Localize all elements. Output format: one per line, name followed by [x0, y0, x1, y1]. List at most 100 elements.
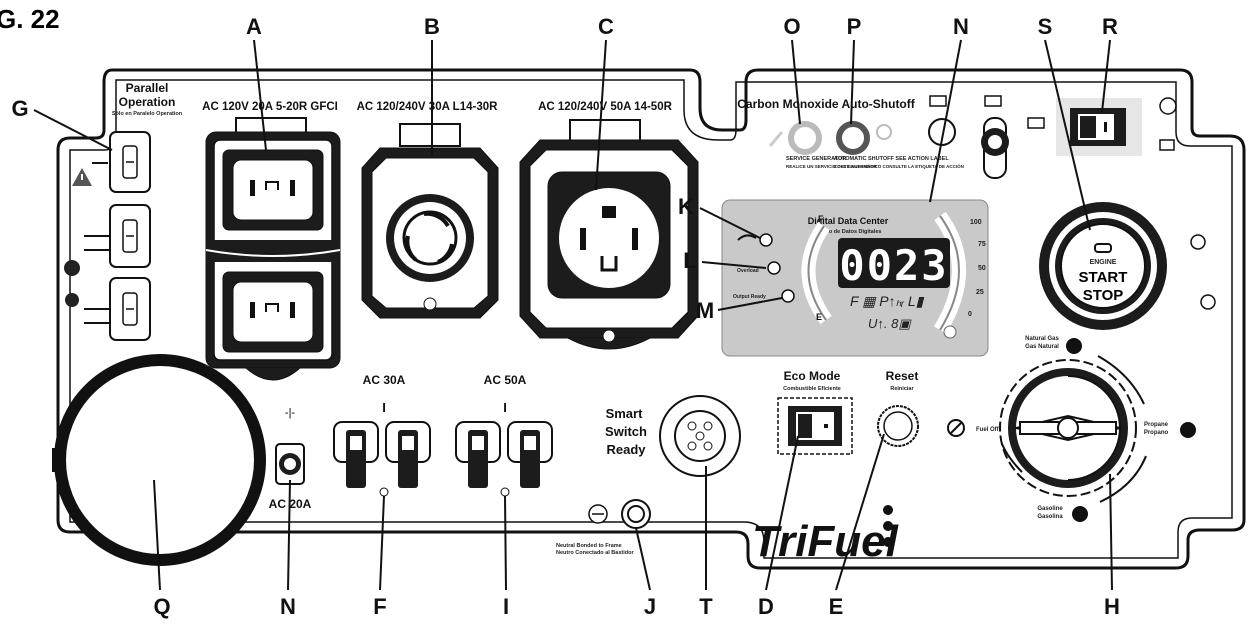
fuel-propane-label: Propane [1144, 422, 1169, 428]
breaker-30a-left[interactable] [333, 421, 379, 488]
eco-mode-switch[interactable] [777, 397, 853, 455]
breaker-50a-left[interactable] [455, 421, 501, 488]
callout-n-bottom: N [280, 594, 296, 619]
breaker-50-mark: I [503, 400, 507, 415]
load-0: 0 [968, 311, 972, 318]
selector-arrow-2 [1099, 455, 1147, 503]
callout-l: L [683, 248, 696, 273]
brand-dots-icon [883, 505, 893, 547]
callout-f: F [373, 594, 386, 619]
fuel-ng-label-es: Gas Natural [1025, 344, 1059, 350]
callout-h: H [1104, 594, 1120, 619]
eco-subtitle: Combustible Eficiente [783, 386, 841, 392]
callout-p: P [847, 14, 862, 39]
inner-panel-outline [69, 79, 1233, 559]
leader-lines [33, 39, 1113, 591]
smart-switch-port[interactable] [659, 395, 741, 477]
callout-i: I [503, 594, 509, 619]
start-icon [1190, 234, 1206, 250]
neutral-text: Neutral Bonded to Frame [556, 543, 622, 549]
access-cover[interactable] [54, 354, 266, 566]
callout-r: R [1102, 14, 1118, 39]
overload-text: Overload [737, 268, 759, 274]
parallel-title-1: Parallel [126, 81, 169, 95]
main-power-switch[interactable] [1056, 98, 1142, 156]
fuel-off-icon [947, 419, 965, 437]
neutral-text-es: Neutro Conectado al Bastidor [556, 550, 634, 556]
callout-s: S [1038, 14, 1053, 39]
output-ready-text: Output Ready [733, 294, 766, 300]
natural-gas-icon [1066, 338, 1082, 354]
callout-a: A [246, 14, 262, 39]
fuel-propane-label-es: Propano [1144, 430, 1169, 436]
plug-icon [65, 293, 79, 307]
breaker-50-label: AC 50A [484, 373, 527, 387]
breaker-30a-right[interactable] [385, 421, 431, 488]
fuel-gasoline-label-es: Gasolina [1037, 514, 1063, 520]
ddc-scroll-button[interactable] [943, 325, 957, 339]
co-service-text: SERVICE GENERATOR [786, 156, 846, 162]
outlet-c-label: AC 120/240V 50A 14-50R [538, 101, 673, 113]
output-ready-led [781, 289, 795, 303]
fuel-ng-label: Natural Gas [1025, 336, 1059, 342]
callout-d: D [758, 594, 774, 619]
co-shutoff-indicator [836, 121, 892, 155]
lcd-readout: 0023 [839, 241, 948, 290]
ground-terminal[interactable] [621, 499, 651, 529]
co-auto-text: AUTOMATIC SHUTOFF SEE ACTION LABEL [834, 156, 949, 162]
breaker-30-mark: I [382, 400, 386, 415]
reset-button[interactable] [877, 405, 919, 447]
twist-lock-outlet[interactable] [361, 123, 499, 319]
fifty-amp-outlet[interactable] [519, 119, 699, 350]
fuel-gasoline-label: Gasoline [1037, 506, 1063, 512]
figure-title: G. 22 [0, 4, 60, 34]
callout-t: T [699, 594, 713, 619]
co-service-indicator [768, 121, 822, 155]
oil-icon [737, 234, 757, 241]
callout-q: Q [153, 594, 170, 619]
stop-icon [1200, 294, 1216, 310]
callout-o: O [783, 14, 800, 39]
lcd-icons-row1: F ▦ P↑ₕᵣ L▮ [850, 293, 925, 309]
callout-e: E [829, 594, 844, 619]
callout-k: K [678, 194, 694, 219]
battery-icon [929, 95, 1045, 129]
parallel-subtitle: Sólo en Paralelo Operation [112, 111, 183, 117]
reset-subtitle: Reiniciar [890, 386, 914, 392]
parallel-port-3[interactable] [84, 277, 151, 341]
fuel-empty-label: E [816, 312, 822, 322]
callout-g: G [11, 96, 28, 121]
breaker-50a-right[interactable] [507, 421, 553, 488]
selector-arrow-3 [1001, 443, 1023, 473]
load-50: 50 [978, 265, 986, 272]
gfci-duplex-outlet[interactable] [205, 117, 341, 381]
co-auto-text-es: CORTE AUTOMÁTICO CONSULTE LA ETIQUETA DE… [834, 162, 964, 169]
propane-icon [1180, 422, 1196, 438]
callout-j: J [644, 594, 656, 619]
load-100: 100 [970, 219, 982, 226]
parallel-port-1[interactable] [109, 131, 151, 193]
lcd-icons-row2: U↑. 8▣ [868, 316, 912, 331]
breaker-20a[interactable] [275, 443, 305, 485]
breaker-30-indicator [379, 487, 389, 497]
charging-port[interactable] [981, 117, 1009, 179]
co-service-text-es: REALICE UN SERVICIO DEL GENERADOR [786, 164, 878, 169]
ddc-title: Digital Data Center [808, 216, 889, 226]
smart-label-2: Switch [605, 424, 647, 439]
callout-m: M [696, 298, 714, 323]
co-title: Carbon Monoxide Auto-Shutoff [737, 97, 916, 111]
smart-label-1: Smart [606, 406, 644, 421]
fuel-selector-knob[interactable] [999, 359, 1137, 497]
smart-label-3: Ready [606, 442, 646, 457]
engine-start-stop-button[interactable] [1039, 202, 1167, 330]
lcd-display [838, 238, 950, 288]
breaker-20-symbol: -|- [285, 407, 296, 419]
callout-n-top: N [953, 14, 969, 39]
selector-arrow-1 [1097, 355, 1145, 405]
manual-icon [64, 260, 80, 276]
parallel-port-2[interactable] [84, 204, 151, 268]
engine-label: ENGINE [1090, 259, 1117, 266]
callout-b: B [424, 14, 440, 39]
stop-label: STOP [1083, 287, 1124, 304]
callout-letters: A B C O P N S R G K L M Q N F I J T D E … [11, 14, 1120, 619]
